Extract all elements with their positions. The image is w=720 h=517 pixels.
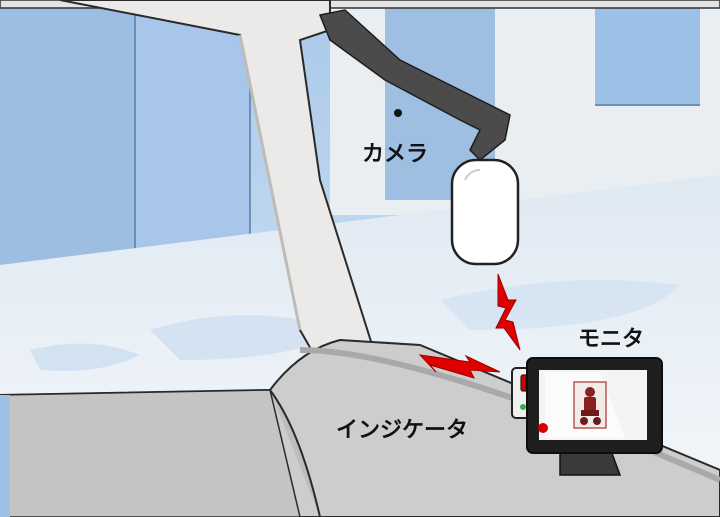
camera-lens-dot (394, 109, 402, 117)
monitor-power-led (538, 423, 548, 433)
indicator-label: インジケータ (336, 418, 468, 443)
monitor-label: モニタ (578, 327, 644, 352)
motorcycle-rider-icon (580, 387, 601, 425)
monitor-device (526, 357, 663, 476)
dashboard (0, 338, 720, 517)
rear-view-mirror (450, 158, 520, 266)
building-window-right (595, 0, 700, 105)
wireless-signal-mirror-icon (495, 273, 521, 351)
indicator-led (520, 404, 526, 410)
camera-label: カメラ (362, 142, 428, 167)
wireless-signal-camera-icon (418, 354, 501, 379)
